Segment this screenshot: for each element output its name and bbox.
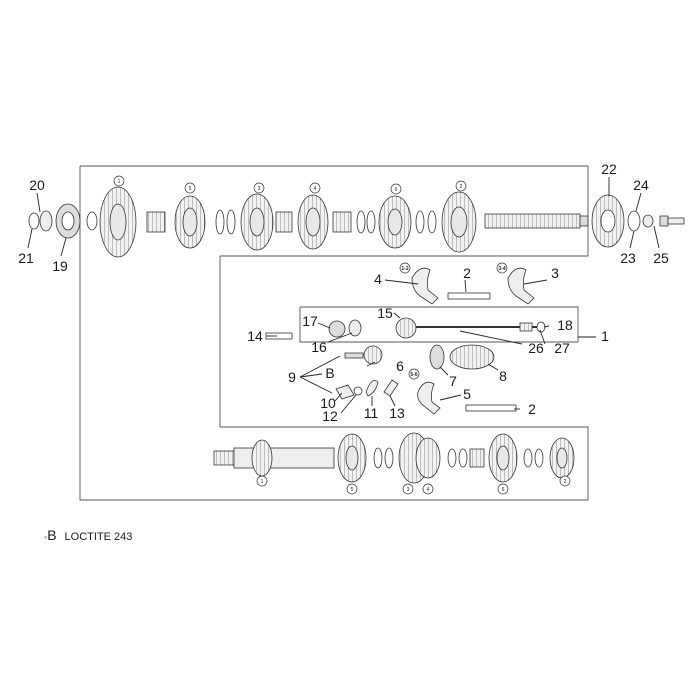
selector-drum-8 (449, 344, 495, 370)
screw-6a (344, 352, 364, 359)
svg-text:5-6: 5-6 (410, 372, 417, 378)
svg-text:4: 4 (427, 487, 430, 493)
needle-bearing-top-2 (275, 211, 293, 233)
shift-fork-left: 1-2 (399, 262, 439, 305)
callout-3: 3 (551, 265, 559, 281)
svg-text:1: 1 (261, 479, 264, 485)
countershaft-bottom: 1 (213, 439, 335, 487)
svg-text:2: 2 (564, 479, 567, 485)
svg-text:6: 6 (502, 487, 505, 493)
gear-bottom-3-4: 3 4 (398, 432, 441, 495)
leader-lines (27, 177, 660, 414)
fork-shaft-upper (447, 292, 491, 300)
loctite-drop-icon: ◦ (44, 532, 48, 542)
callout-2-lower: 2 (528, 401, 536, 417)
svg-text:4: 4 (314, 186, 317, 192)
callout-24: 24 (633, 177, 649, 193)
washer-bottom-b (447, 448, 468, 468)
gear-top-6: 6 (378, 183, 412, 249)
callout-12: 12 (322, 408, 338, 424)
gear-top-5: 5 (174, 182, 206, 249)
callout-20: 20 (29, 177, 45, 193)
bushing-17 (328, 319, 362, 338)
gear-bottom-2: 2 (549, 437, 575, 487)
gear-bottom-5: 5 (337, 433, 367, 495)
svg-text:3: 3 (258, 186, 261, 192)
selector-star-15 (395, 317, 417, 339)
svg-text:2: 2 (460, 184, 463, 190)
callout-17: 17 (302, 313, 318, 329)
shift-fork-right: 3-4 (496, 262, 535, 305)
callout-8: 8 (499, 368, 507, 384)
fork-shaft-lower (465, 404, 517, 412)
detent-lever (335, 379, 399, 400)
selector-shaft (412, 321, 546, 333)
callout-1-frame: 1 (601, 328, 609, 344)
callout-5: 5 (463, 386, 471, 402)
legend-text: LOCTITE 243 (64, 531, 133, 543)
callout-26: 26 (528, 340, 544, 356)
callout-13: 13 (389, 405, 405, 421)
washer-top-a (215, 209, 236, 235)
svg-text:6: 6 (395, 187, 398, 193)
callout-21: 21 (18, 250, 34, 266)
callout-18: 18 (557, 317, 573, 333)
callout-2-upper: 2 (463, 265, 471, 281)
bearing-left (28, 203, 98, 239)
svg-text:3: 3 (407, 487, 410, 493)
gear-top-3: 3 (240, 182, 274, 251)
svg-text:1-2: 1-2 (401, 266, 408, 272)
svg-text:5: 5 (351, 487, 354, 493)
callout-15: 15 (377, 305, 393, 321)
callout-23: 23 (620, 250, 636, 266)
shift-fork-lower: 5-6 (408, 368, 441, 415)
callout-11: 11 (364, 405, 379, 421)
callout-labels: 20 21 19 22 24 23 25 4 2 3 14 15 17 16 1… (18, 161, 669, 424)
callout-10: 10 (320, 395, 336, 411)
callout-25: 25 (653, 250, 669, 266)
selector-frame (299, 306, 596, 343)
gear-top-4: 4 (297, 182, 329, 250)
gear-bottom-6: 6 (488, 433, 518, 495)
washer-right (627, 210, 654, 232)
svg-text:5: 5 (189, 186, 192, 192)
callout-16: 16 (311, 339, 327, 355)
washer-bottom-c (523, 448, 544, 468)
callout-7: 7 (449, 373, 457, 389)
callout-6: 6 (396, 358, 404, 374)
callout-9: 9 (288, 369, 296, 385)
callout-19: 19 (52, 258, 68, 274)
gear-top-2: 2 (441, 180, 477, 253)
cam-star-6 (363, 345, 383, 365)
callout-14: 14 (247, 328, 263, 344)
gear-top-1: 1 (99, 175, 137, 258)
main-shaft-top (484, 213, 589, 229)
svg-text:3-4: 3-4 (498, 266, 505, 272)
needle-bearing-bottom (469, 448, 485, 468)
sprocket-bolt (659, 215, 685, 227)
sprocket (591, 194, 625, 248)
callout-4: 4 (374, 271, 382, 287)
needle-bearing-top-3 (332, 211, 352, 233)
loctite-legend: ◦B LOCTITE 243 (44, 527, 132, 543)
washer-top-c (415, 210, 437, 234)
svg-text:1: 1 (118, 179, 121, 185)
legend-symbol: B (47, 527, 57, 543)
assembly-frame (79, 165, 589, 501)
callout-22: 22 (601, 161, 617, 177)
callout-27: 27 (554, 340, 570, 356)
washer-top-b (356, 210, 376, 234)
needle-bearing-top-1 (146, 211, 166, 233)
callout-B: B (325, 365, 334, 381)
washer-bottom-a (373, 447, 394, 469)
bearing-7 (429, 344, 445, 370)
